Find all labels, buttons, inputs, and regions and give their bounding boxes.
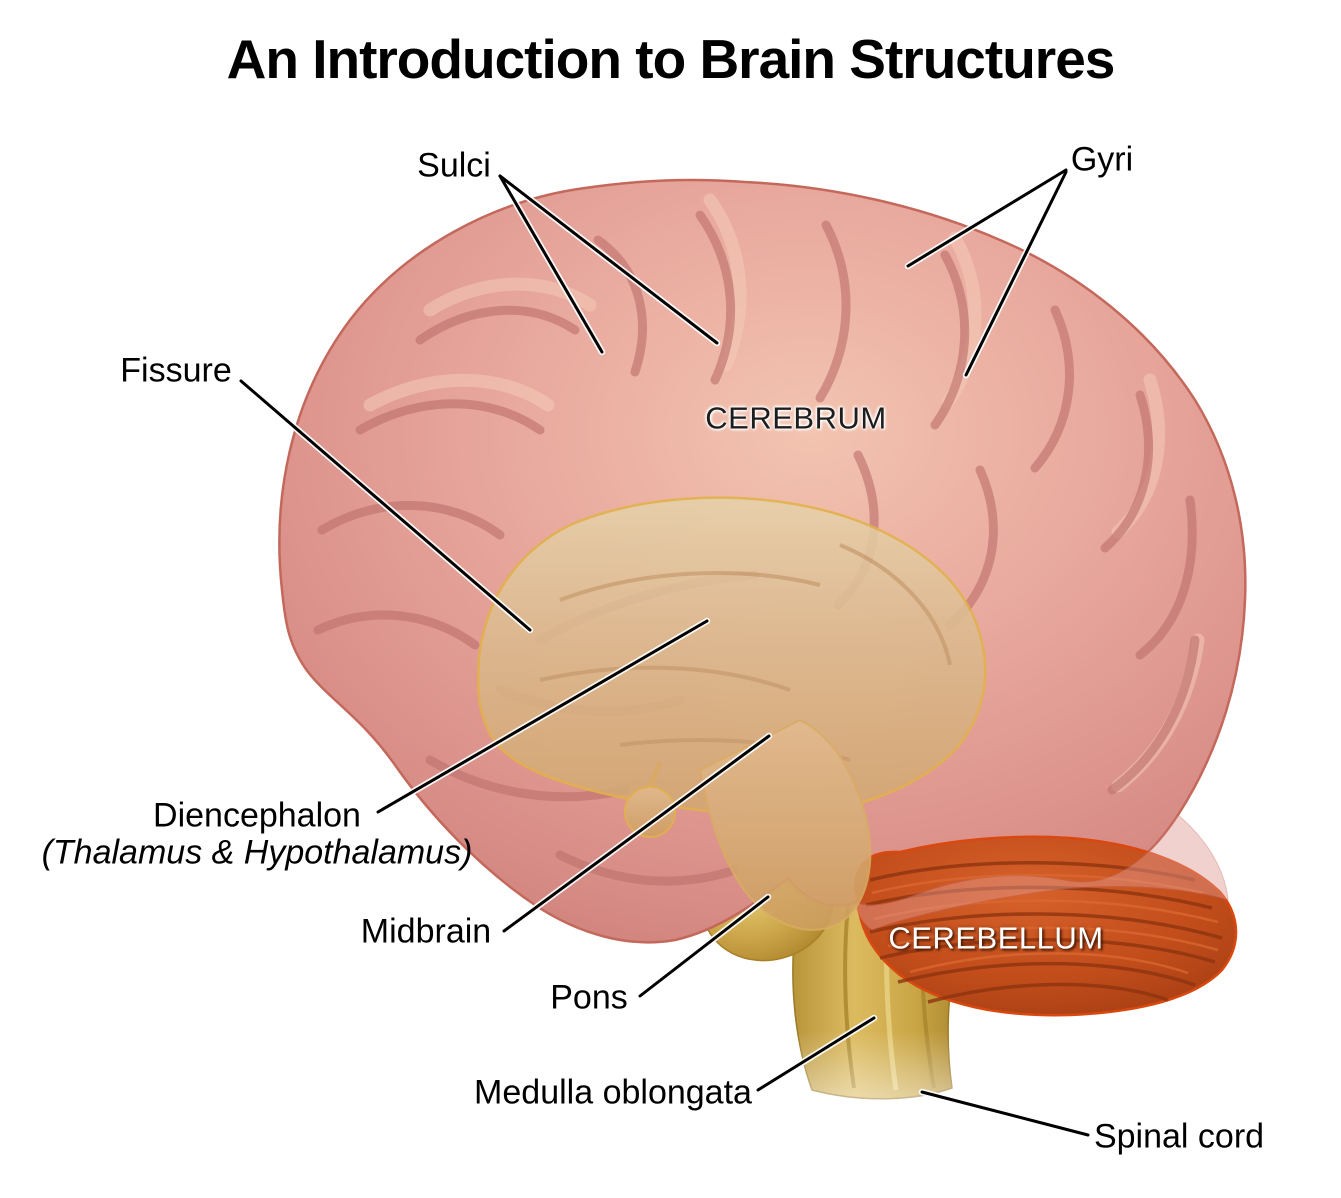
label-diencephalon-sub: (Thalamus & Hypothalamus) — [41, 833, 473, 871]
cerebellum-ridge-strokes — [865, 861, 1223, 1004]
sulci-groove-strokes — [313, 210, 1200, 886]
label-fissure: Fissure — [120, 351, 232, 390]
pituitary-stalk-shape — [647, 761, 663, 789]
label-gyri: Gyri — [1070, 140, 1134, 179]
leader-diencephalon — [376, 619, 709, 814]
label-cerebellum: CEREBELLUM — [888, 920, 1104, 956]
pituitary-gland-shape — [624, 786, 676, 838]
midbrain-shape — [698, 718, 872, 931]
diencephalon-shape — [476, 496, 987, 931]
label-pons: Pons — [550, 978, 628, 1017]
label-spinal-cord: Spinal cord — [1093, 1117, 1265, 1156]
label-cerebrum: CEREBRUM — [705, 400, 887, 436]
label-medulla-oblongata: Medulla oblongata — [474, 1073, 752, 1112]
leader-gyri-1 — [906, 168, 1068, 268]
occipital-overlay-shape — [855, 814, 1229, 931]
cerebellum-shape — [854, 835, 1238, 1017]
label-sulci: Sulci — [417, 146, 491, 185]
label-diencephalon: Diencephalon (Thalamus & Hypothalamus) — [42, 797, 473, 870]
leader-midbrain — [502, 734, 771, 933]
leader-sulci-2 — [498, 174, 719, 345]
leader-pons — [638, 895, 770, 998]
leader-gyri-2 — [964, 170, 1068, 377]
leader-medulla — [756, 1016, 876, 1092]
leader-fissure — [239, 379, 532, 632]
label-midbrain: Midbrain — [360, 912, 492, 951]
label-diencephalon-main: Diencephalon — [153, 796, 361, 835]
leader-lines — [237, 166, 1092, 1139]
leader-spinal-cord — [920, 1090, 1090, 1137]
leader-sulci-1 — [498, 174, 604, 354]
page-title: An Introduction to Brain Structures — [226, 28, 1116, 90]
